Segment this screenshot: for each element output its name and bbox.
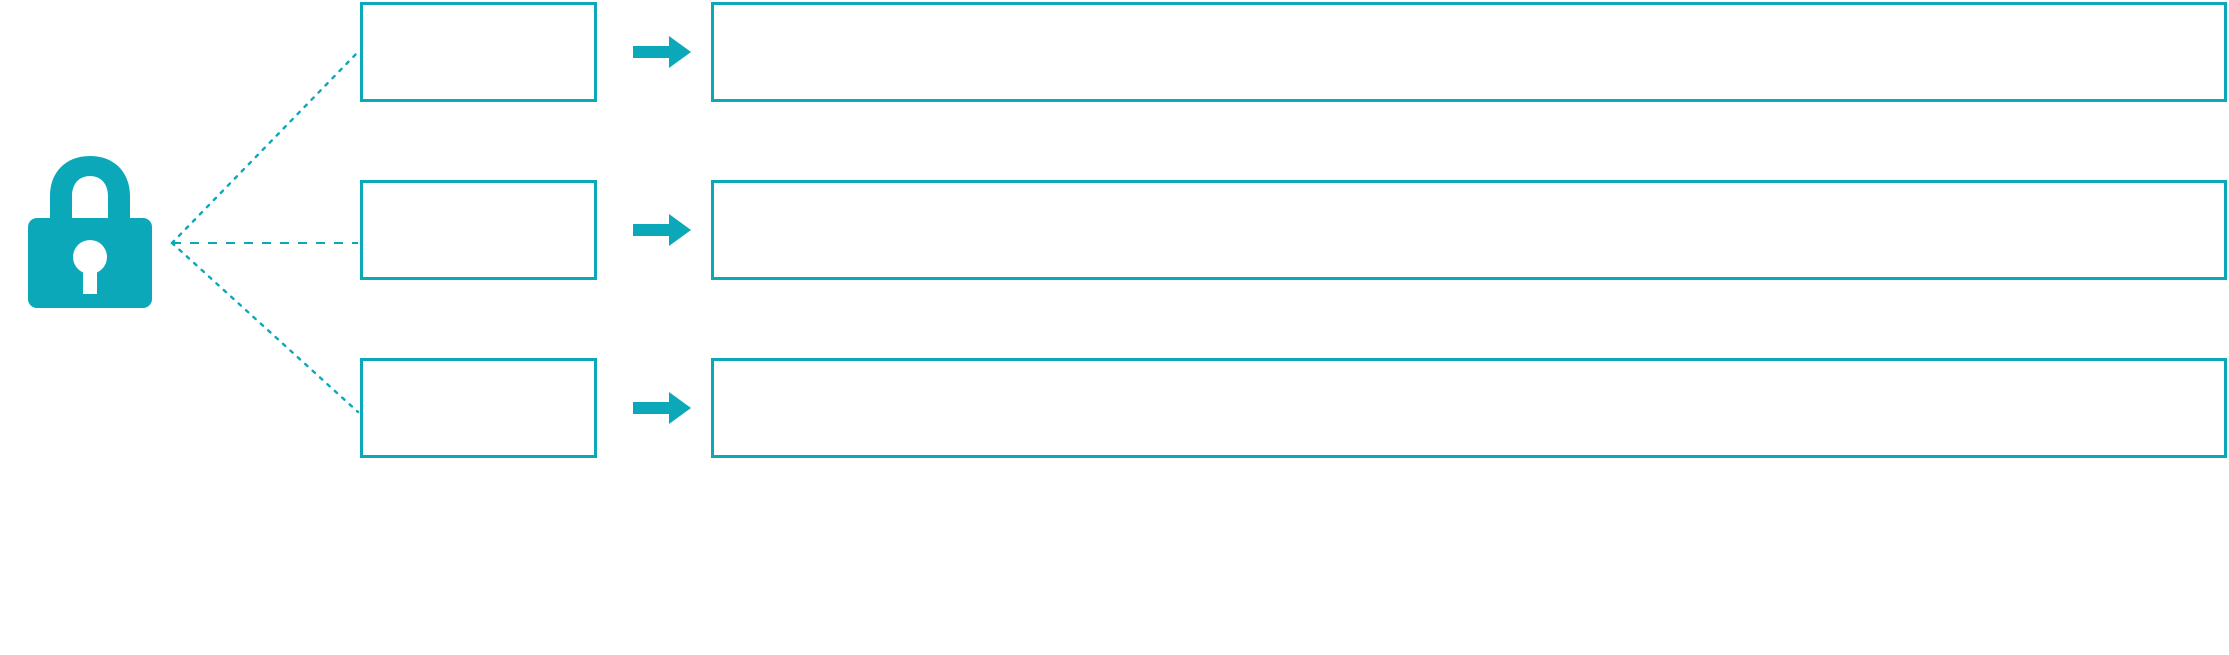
detail-box-2[interactable] xyxy=(711,180,2227,280)
arrow-right-icon-3 xyxy=(633,392,691,424)
padlock-icon xyxy=(28,152,152,308)
arrow-right-icon-2 xyxy=(633,214,691,246)
category-box-1[interactable] xyxy=(360,2,597,102)
detail-box-1[interactable] xyxy=(711,2,2227,102)
category-box-3[interactable] xyxy=(360,358,597,458)
category-box-2[interactable] xyxy=(360,180,597,280)
diagram-row xyxy=(0,2,2229,102)
detail-box-3[interactable] xyxy=(711,358,2227,458)
diagram-row xyxy=(0,180,2229,280)
diagram-row xyxy=(0,358,2229,458)
arrow-right-icon-1 xyxy=(633,36,691,68)
